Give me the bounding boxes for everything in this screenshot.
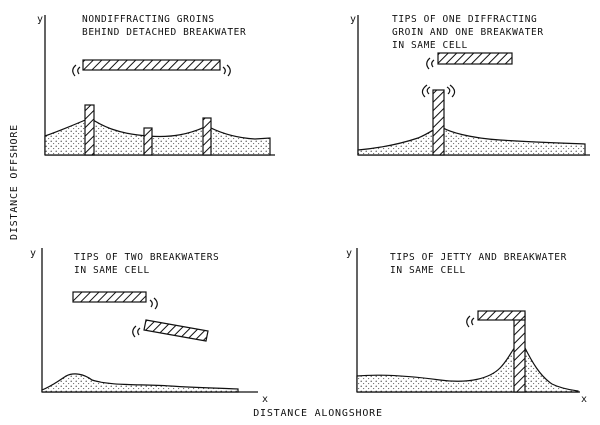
panel-2-shoreline-sand bbox=[357, 125, 586, 156]
panel-1-wave-right-icon bbox=[222, 64, 231, 77]
panel-2-groin-wave-left-icon bbox=[421, 84, 431, 98]
diffracting-groin bbox=[432, 89, 445, 156]
y-axis-title: DISTANCE OFFSHORE bbox=[9, 124, 20, 240]
panel-1-title-line-2: BEHIND DETACHED BREAKWATER bbox=[82, 27, 246, 38]
panel-nondiffracting-groins: y NONDIFFRACTING GROINS BEHIND DETACHED … bbox=[37, 14, 275, 156]
panel-3-title-line-1: TIPS OF TWO BREAKWATERS bbox=[74, 252, 219, 263]
panel-two-breakwaters: y x TIPS OF TWO BREAKWATERS IN SAME CELL bbox=[30, 248, 268, 405]
panel-2-title-line-2: GROIN AND ONE BREAKWATER bbox=[392, 27, 544, 38]
breakwater-upper bbox=[72, 291, 147, 303]
jetty bbox=[513, 312, 526, 393]
panel-1-y-label: y bbox=[37, 14, 43, 25]
panel-3-x-label: x bbox=[262, 394, 268, 405]
panel-4-x-label: x bbox=[581, 394, 587, 405]
panel-2-groin-wave-right-icon bbox=[446, 84, 456, 98]
panel-4-title-line-2: IN SAME CELL bbox=[390, 265, 466, 276]
panel-1-title-line-1: NONDIFFRACTING GROINS bbox=[82, 14, 215, 25]
panel-4-wave-icon bbox=[466, 315, 475, 328]
groin-2 bbox=[143, 127, 153, 156]
panel-3-lower-wave-icon bbox=[132, 325, 141, 338]
panel-2-breakwater bbox=[437, 52, 513, 65]
panel-3-title-line-2: IN SAME CELL bbox=[74, 265, 150, 276]
panel-2-breakwater-wave-icon bbox=[426, 57, 435, 70]
panel-4-y-label: y bbox=[346, 248, 352, 259]
panel-jetty-breakwater: y x TIPS OF JETTY AND BREAKWATER IN SAME… bbox=[346, 248, 587, 405]
panel-3-y-label: y bbox=[30, 248, 36, 259]
panel-2-title-line-3: IN SAME CELL bbox=[392, 40, 468, 51]
groin-3 bbox=[202, 117, 212, 156]
panel-2-title-line-1: TIPS OF ONE DIFFRACTING bbox=[392, 14, 537, 25]
panel-4-shoreline-sand bbox=[356, 345, 579, 393]
panel-1-wave-left-icon bbox=[72, 64, 81, 77]
detached-breakwater bbox=[82, 59, 221, 71]
breakwater-lower bbox=[143, 319, 209, 342]
panel-4-title-line-1: TIPS OF JETTY AND BREAKWATER bbox=[390, 252, 567, 263]
panel-3-shoreline-sand bbox=[41, 373, 239, 393]
x-axis-title: DISTANCE ALONGSHORE bbox=[253, 408, 383, 419]
groin-1 bbox=[84, 104, 95, 156]
panel-3-upper-wave-icon bbox=[149, 297, 158, 310]
panel-1-shoreline-sand bbox=[44, 117, 271, 156]
panel-2-y-label: y bbox=[350, 14, 356, 25]
panel-4-breakwater bbox=[477, 310, 526, 321]
panel-diffracting-groin-breakwater: y TIPS OF ONE DIFFRACTING GROIN AND ONE … bbox=[350, 14, 590, 156]
